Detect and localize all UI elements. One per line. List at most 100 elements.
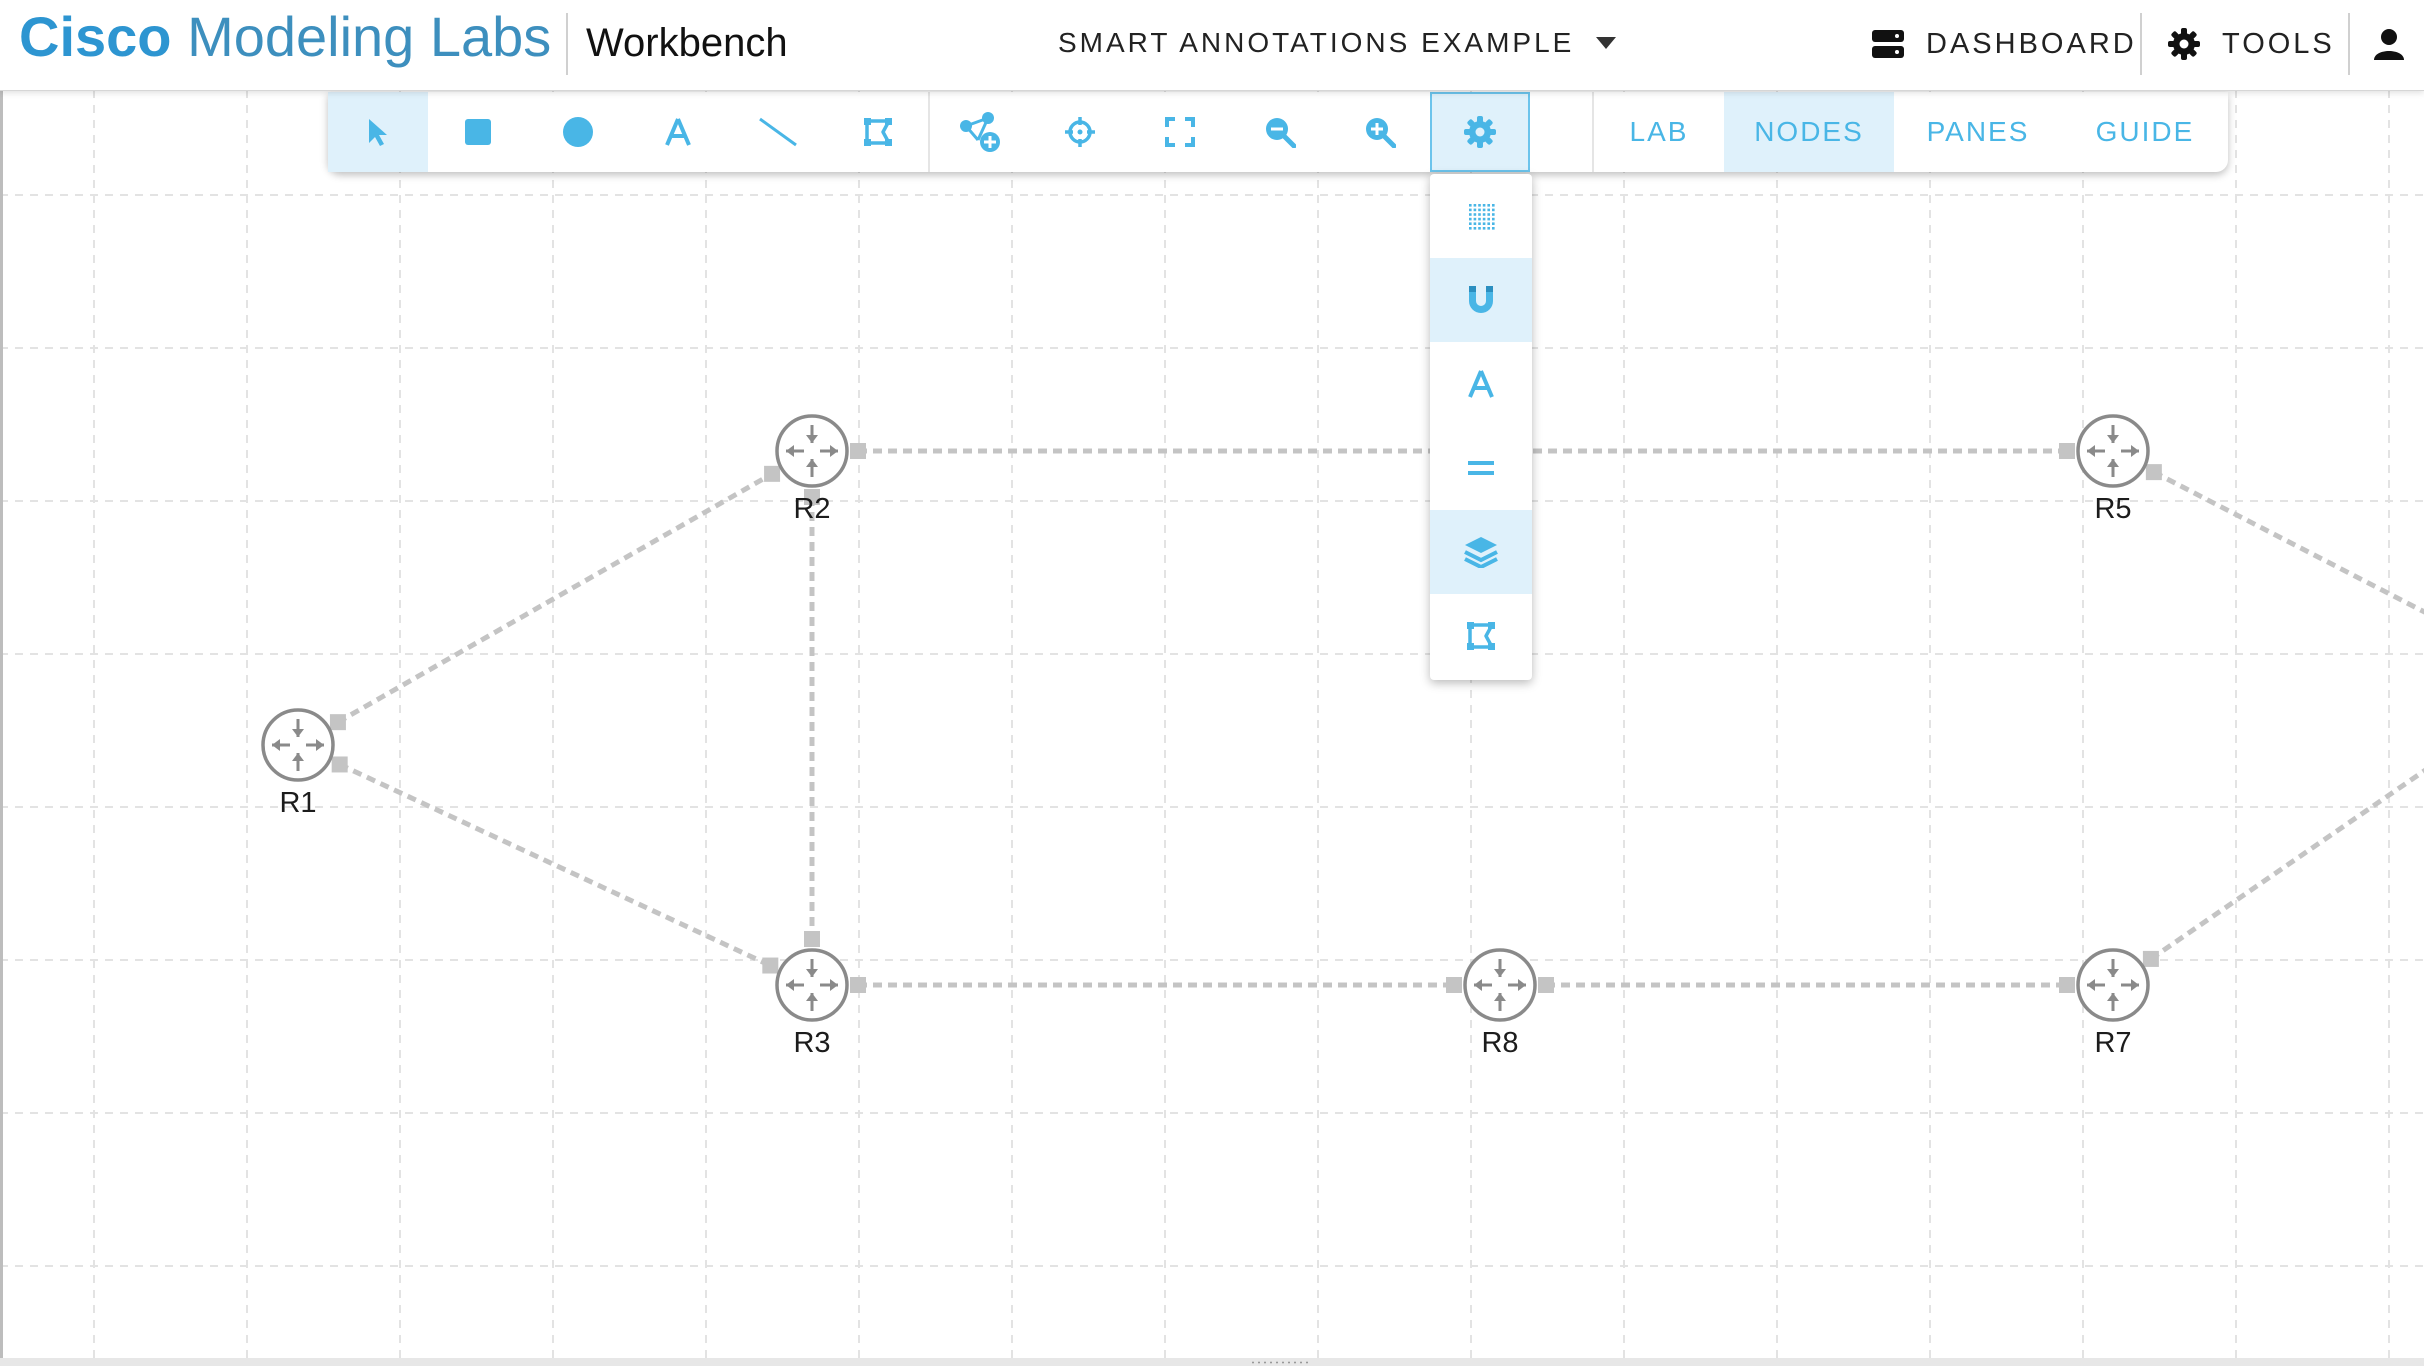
show-labels-toggle[interactable] [1430,342,1532,426]
tools-button[interactable]: TOOLS [2168,14,2335,74]
interface-marker[interactable] [850,977,866,993]
router-icon [2076,948,2150,1022]
link-R1-R3[interactable] [331,756,779,974]
bracket-shape-icon [1467,622,1495,650]
tab-panes[interactable]: PANES [1926,116,2030,147]
header-divider [2348,13,2350,75]
crosshair-icon [1065,117,1095,147]
app-header: Cisco Modeling Labs Workbench SMART ANNO… [0,0,2424,91]
lab-title: SMART ANNOTATIONS EXAMPLE [1058,27,1575,58]
tab-lab[interactable]: LAB [1629,116,1689,147]
interface-marker[interactable] [764,465,781,482]
interface-marker[interactable] [329,714,346,731]
link-R2-R3[interactable] [804,489,820,947]
show-annotations-toggle[interactable] [1430,510,1532,594]
dashboard-label: DASHBOARD [1926,27,2137,60]
fit-tool-button[interactable] [1130,92,1230,172]
center-tool-button[interactable] [1030,92,1130,172]
zoom-out-tool-button[interactable] [1230,92,1330,172]
link-R5-offscreen-right[interactable] [2145,464,2424,620]
smart-annotation-tool-button[interactable] [828,92,928,172]
fit-screen-icon [1165,117,1195,147]
lab-selector[interactable]: SMART ANNOTATIONS EXAMPLE [1058,18,1617,68]
bottom-pane-bar [0,1358,2424,1366]
brand-bold-text: Cisco [19,5,172,68]
router-icon [261,708,335,782]
router-icon [2076,414,2150,488]
zoom-out-icon [1266,118,1296,148]
text-icon [665,118,691,146]
router-icon [775,948,849,1022]
canvas-grid [0,90,2424,1358]
user-icon [2374,29,2404,60]
router-icon [1463,948,1537,1022]
bracket-shape-icon [864,118,892,146]
router-node-r7[interactable] [2075,947,2151,1023]
zoom-in-tool-button[interactable] [1330,92,1430,172]
link-R7-offscreen-right[interactable] [2142,760,2424,967]
smart-annotations-toggle[interactable] [1430,594,1532,678]
user-button[interactable] [2374,14,2404,74]
zoom-in-icon [1366,118,1396,148]
link-R3-R8[interactable] [850,977,1462,993]
link-R8-R7[interactable] [1538,977,2075,993]
gear-icon [1464,116,1496,148]
tab-nodes[interactable]: NODES [1724,92,1894,172]
interface-marker[interactable] [2059,443,2075,459]
router-node-r8[interactable] [1462,947,1538,1023]
router-node-r5[interactable] [2075,413,2151,489]
ellipse-tool-button[interactable] [528,92,628,172]
toolbar-divider [928,92,930,172]
square-icon [465,119,491,145]
canvas-settings-tool-button[interactable] [1430,92,1530,172]
app-name: Workbench [586,21,788,65]
header-divider [566,13,568,75]
toolbar-divider [1592,92,1594,172]
server-icon [1872,30,1904,58]
show-grid-toggle[interactable] [1430,174,1532,258]
canvas-left-edge [0,90,3,1366]
topology-links [329,443,2424,993]
tools-label: TOOLS [2222,27,2335,60]
pane-resize-handle[interactable] [1250,1360,1310,1365]
canvas-settings-menu [1430,174,1532,680]
caret-down-icon [1596,37,1617,49]
interface-marker[interactable] [2059,977,2075,993]
link-R1-R2[interactable] [329,465,781,731]
router-node-r1[interactable] [260,707,336,783]
rectangle-tool-button[interactable] [428,92,528,172]
grid-icon [1469,204,1495,230]
brand-light-text: Modeling Labs [187,5,552,68]
equals-icon [1468,461,1494,475]
brand-logo[interactable]: Cisco Modeling Labs [19,2,551,72]
router-node-r3[interactable] [774,947,850,1023]
interface-marker[interactable] [804,931,820,947]
tab-guide[interactable]: GUIDE [2095,116,2195,147]
interface-marker[interactable] [1538,977,1554,993]
line-tool-button[interactable] [728,92,828,172]
node-label: R3 [793,1027,831,1059]
interface-marker[interactable] [2142,950,2159,967]
node-label: R7 [2094,1027,2132,1059]
header-divider [2140,13,2142,75]
add-nodes-icon [960,112,1000,152]
select-tool-button[interactable] [328,92,428,172]
snap-to-grid-toggle[interactable] [1430,258,1532,342]
text-tool-button[interactable] [628,92,728,172]
interface-marker[interactable] [850,443,866,459]
dashboard-button[interactable]: DASHBOARD [1872,14,2137,74]
show-interfaces-toggle[interactable] [1430,426,1532,510]
interface-marker[interactable] [2145,464,2162,481]
interface-marker[interactable] [804,489,820,505]
layers-icon [1464,537,1498,568]
interface-marker[interactable] [331,756,348,773]
interface-marker[interactable] [762,957,779,974]
node-label: R5 [2094,493,2132,525]
add-node-tool-button[interactable] [930,92,1030,172]
line-icon [759,117,797,147]
interface-marker[interactable] [1446,977,1462,993]
router-icon [775,414,849,488]
gear-icon [2168,28,2200,60]
router-node-r2[interactable] [774,413,850,489]
topology-canvas[interactable] [0,90,2424,1358]
